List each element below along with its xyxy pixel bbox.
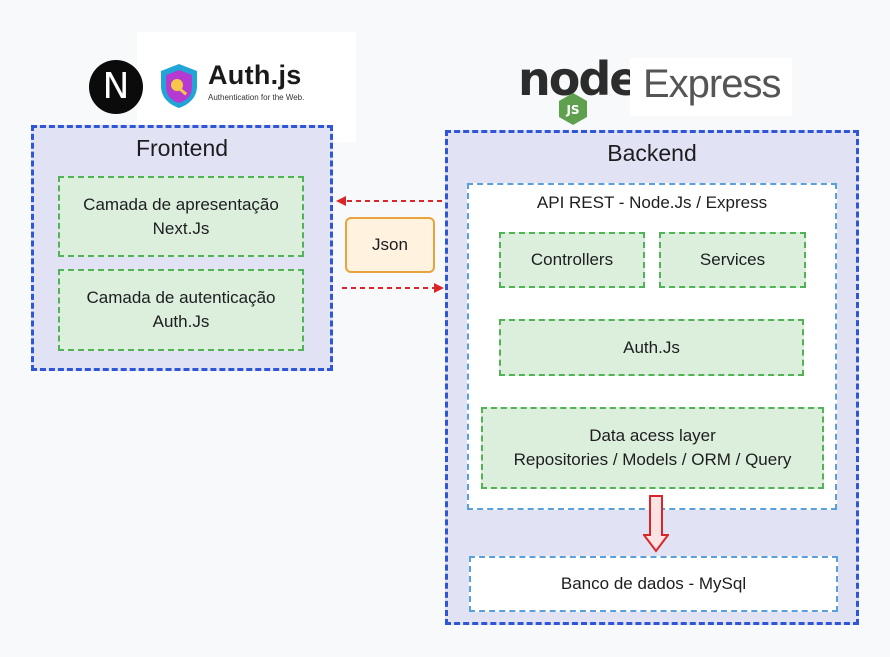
nextjs-logo: N — [89, 60, 143, 114]
api-rest-title: API REST - Node.Js / Express — [536, 193, 768, 212]
data-access-layer-line2: Repositories / Models / ORM / Query — [513, 450, 792, 469]
arrow-left-head-icon — [336, 196, 346, 206]
arrow-right-head-icon — [434, 283, 444, 293]
down-arrow-icon — [643, 495, 669, 553]
database-label: Banco de dados - MySql — [560, 574, 747, 593]
backend-authjs-label: Auth.Js — [623, 337, 680, 357]
controllers-label: Controllers — [530, 250, 614, 269]
services-label: Services — [699, 250, 766, 269]
backend-authjs-box: Auth.Js — [499, 319, 804, 376]
data-access-layer-line1: Data acess layer — [589, 426, 716, 445]
database-box: Banco de dados - MySql — [469, 556, 838, 612]
express-logo-background — [630, 58, 792, 116]
authjs-shield-icon — [161, 64, 197, 108]
services-box: Services — [659, 232, 806, 288]
data-access-layer-box: Data acess layer Repositories / Models /… — [481, 407, 824, 489]
nodejs-hexagon-icon: JS — [559, 93, 587, 125]
backend-title: Backend — [607, 140, 697, 166]
auth-layer-line2: Auth.Js — [152, 312, 210, 331]
nodejs-badge-label: JS — [565, 103, 579, 117]
json-label-box: Json — [345, 217, 435, 273]
auth-layer-box: Camada de autenticação Auth.Js — [58, 269, 304, 351]
presentation-layer-line2: Next.Js — [152, 218, 210, 238]
auth-layer-line1: Camada de autenticação — [86, 288, 276, 307]
express-logo-text: Express — [643, 62, 781, 106]
presentation-layer-line1: Camada de apresentação — [83, 194, 279, 214]
request-response-arrows — [336, 196, 444, 293]
authjs-logo-title: Auth.js — [208, 60, 302, 90]
controllers-box: Controllers — [499, 232, 645, 288]
authjs-logo-subtitle: Authentication for the Web. — [208, 93, 305, 102]
json-label: Json — [372, 235, 408, 254]
presentation-layer-box: Camada de apresentação Next.Js — [58, 176, 304, 257]
frontend-title: Frontend — [135, 135, 229, 161]
